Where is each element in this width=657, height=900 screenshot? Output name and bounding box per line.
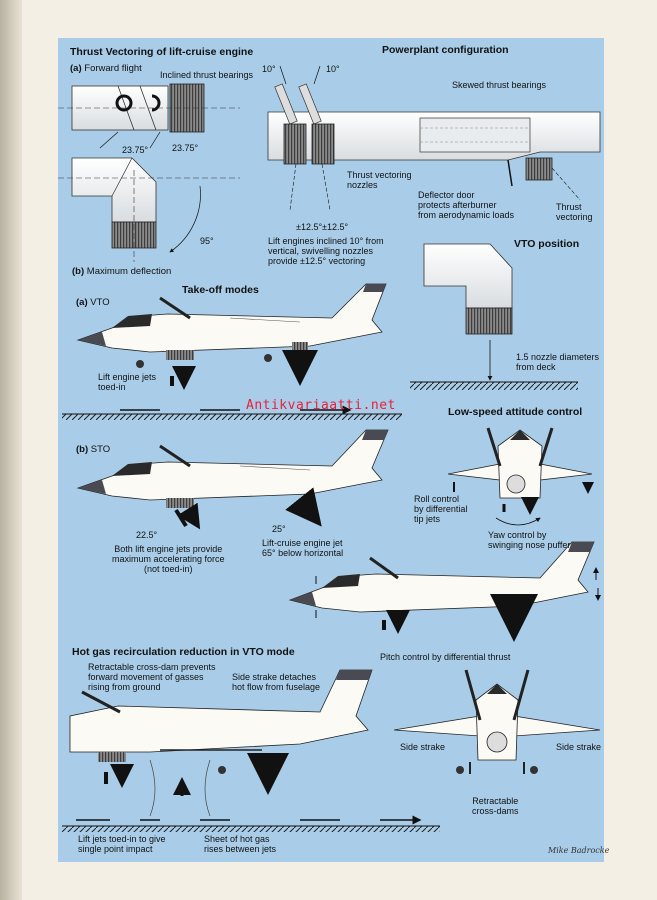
- thrust-vectoring-title: Thrust Vectoring of lift-cruise engine: [70, 46, 254, 58]
- inclined-bearings-label: Inclined thrust bearings: [160, 70, 254, 80]
- powerplant-title: Powerplant configuration: [382, 44, 509, 56]
- angle-95-label: 95°: [200, 236, 214, 246]
- aircraft-sto-side-view: [76, 429, 389, 526]
- aircraft-front-view-strakes: [393, 669, 601, 774]
- ten-left-label: 10°: [262, 64, 276, 74]
- side-strake-detaches-label: Side strake detaches hot flow from fusel…: [232, 672, 321, 692]
- aircraft-front-view-roll-yaw: [447, 427, 592, 525]
- sto-subtitle: (b) STO: [76, 444, 111, 455]
- vto-subtitle: (a) VTO: [76, 297, 110, 308]
- aircraft-pitch-control-view: [288, 541, 598, 634]
- aircraft-hot-gas-view: [62, 669, 440, 832]
- aircraft-vto-side-view: [62, 283, 402, 420]
- takeoff-modes-title: Take-off modes: [182, 284, 259, 296]
- forward-flight-nozzle: [58, 83, 240, 149]
- powerplant-diagram: [267, 65, 601, 211]
- angle-25-label: 25°: [272, 524, 286, 534]
- angle-left-label: 23.75°: [122, 145, 149, 155]
- pitch-control-label: Pitch control by differential thrust: [380, 652, 511, 662]
- thrust-vectoring-label: Thrust vectoring: [556, 202, 593, 222]
- hot-gas-title: Hot gas recirculation reduction in VTO m…: [72, 646, 295, 658]
- side-strake-right-label: Side strake: [556, 742, 602, 752]
- book-spine-shadow: [0, 0, 22, 900]
- sheet-hot-gas-label: Sheet of hot gas rises between jets: [204, 834, 277, 854]
- roll-control-label: Roll control by differential tip jets: [414, 494, 468, 524]
- ten-right-label: 10°: [326, 64, 340, 74]
- tv-nozzles-label: Thrust vectoring nozzles: [347, 170, 412, 190]
- low-speed-title: Low-speed attitude control: [448, 406, 583, 418]
- lift-jets-single-point-label: Lift jets toed-in to give single point i…: [78, 834, 166, 854]
- skewed-bearings-label: Skewed thrust bearings: [452, 80, 547, 90]
- max-deflection-nozzle: [58, 157, 240, 262]
- cross-dam-label: Retractable cross-dam prevents forward m…: [88, 662, 216, 692]
- vto-position-title: VTO position: [514, 238, 580, 250]
- retractable-dams-label: Retractable cross-dams: [472, 796, 519, 816]
- angle-right-label: 23.75°: [172, 143, 199, 153]
- both-lift-jets-label: Both lift engine jets provide maximum ac…: [112, 544, 225, 574]
- lift-cruise-jet-label: Lift-cruise engine jet 65° below horizon…: [262, 538, 344, 558]
- artist-signature: Mike Badrocke: [548, 846, 610, 855]
- pm-125-label: ±12.5°±12.5°: [296, 222, 349, 232]
- angle-225-label: 22.5°: [136, 530, 158, 540]
- lift-toed-in-label: Lift engine jets toed-in: [98, 372, 157, 392]
- yaw-control-label: Yaw control by swinging nose puffer: [488, 530, 571, 550]
- deflector-door-label: Deflector door protects afterburner from…: [418, 190, 515, 220]
- max-deflection-subtitle: (b) Maximum deflection: [72, 266, 172, 277]
- side-strake-left-label: Side strake: [400, 742, 446, 752]
- nozzle-diameters-label: 1.5 nozzle diameters from deck: [516, 352, 600, 372]
- watermark: Antikvariaatti.net: [246, 398, 396, 413]
- vto-position-nozzle: [410, 243, 578, 390]
- forward-flight-subtitle: (a) Forward flight: [70, 63, 142, 74]
- lift-inclined-label: Lift engines inclined 10° from vertical,…: [268, 236, 384, 266]
